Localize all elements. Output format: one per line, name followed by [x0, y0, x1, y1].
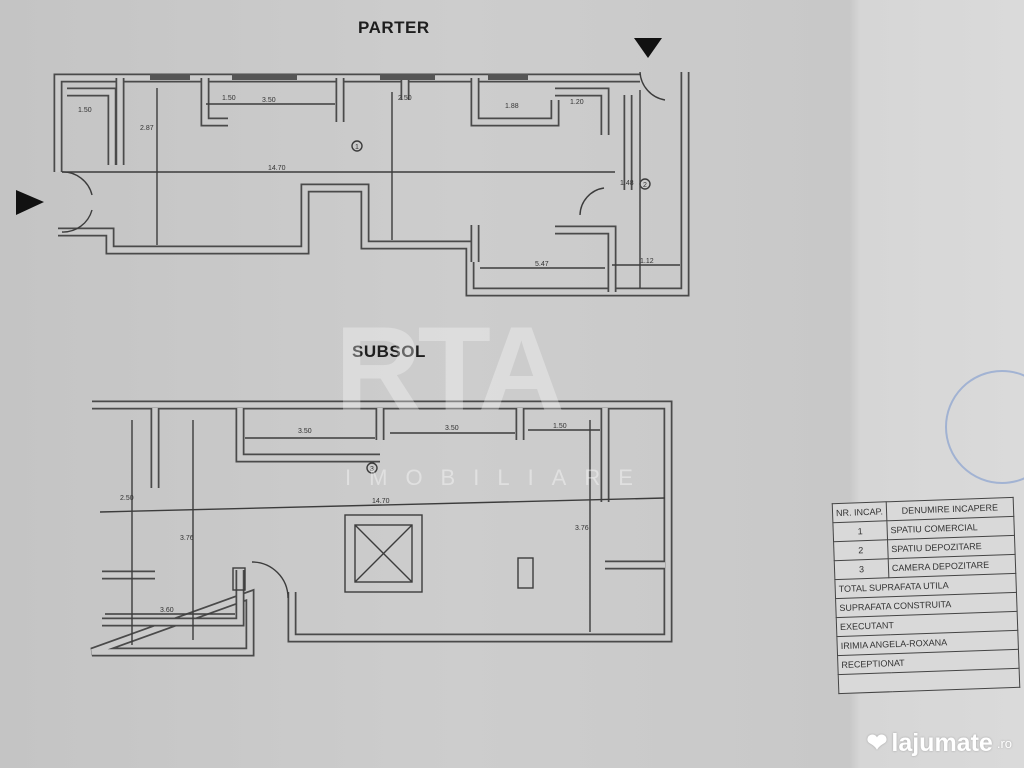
dimension-label: 14.70: [372, 498, 390, 505]
parter-plan: 1 2 1.50 2.87 1.50 3.50 2.50 1.88 1.20 1…: [53, 71, 690, 297]
dimension-label: 5.47: [535, 261, 549, 268]
room-number-cell: 2: [833, 539, 889, 561]
entrance-arrow-icon: [16, 190, 44, 215]
room-number-cell: 1: [832, 520, 888, 542]
dimension-label: 1.50: [222, 95, 236, 102]
heart-w-icon: ❤: [866, 729, 888, 757]
dimension-label: 3.50: [445, 425, 459, 432]
subsol-plan: 3 3.50 3.50 1.50 14.70 2.50 3.76 3.60 3.…: [90, 400, 673, 657]
room-number: 2: [643, 182, 647, 189]
brand-tld: .ro: [996, 735, 1012, 751]
dimension-label: 3.50: [298, 428, 312, 435]
dimension-label: 2.50: [120, 495, 134, 502]
header-cell: NR. INCAP.: [832, 501, 887, 523]
brand-name: lajumate: [891, 728, 993, 757]
watermark-subtitle: IMOBILIARE: [345, 465, 651, 490]
parter-title: PARTER: [358, 18, 430, 37]
dimension-label: 1.50: [553, 423, 567, 430]
room-number: 3: [370, 466, 374, 473]
dimension-label: 1.48: [620, 180, 634, 187]
subsol-title: SUBSOL: [352, 342, 426, 361]
dimension-label: 1.12: [640, 258, 654, 265]
room-number: 1: [355, 144, 359, 151]
dimension-label: 3.76: [180, 535, 194, 542]
dimension-label: 14.70: [268, 165, 286, 172]
dimension-label: 3.50: [262, 97, 276, 104]
dimension-label: 2.50: [398, 95, 412, 102]
dimension-label: 3.60: [160, 607, 174, 614]
dimension-label: 1.50: [78, 107, 92, 114]
room-legend-table: NR. INCAP. DENUMIRE INCAPERE 1 SPATIU CO…: [831, 496, 1021, 695]
dimension-label: 1.88: [505, 103, 519, 110]
dimension-label: 2.87: [140, 125, 154, 132]
lajumate-logo: ❤ lajumate.ro: [866, 728, 1012, 758]
dimension-label: 1.20: [570, 99, 584, 106]
room-number-cell: 3: [834, 558, 889, 580]
dimension-label: 3.76: [575, 525, 589, 532]
watermark-logo: RTA: [335, 302, 565, 436]
entrance-arrow-icon: [634, 38, 662, 58]
